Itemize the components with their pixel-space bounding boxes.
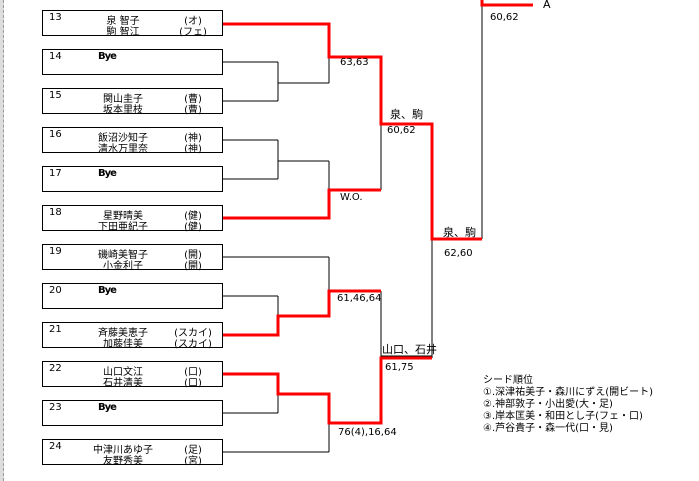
seed-list: シード順位 ①.深津祐美子・森川にずえ(開ビート) ②.神部敦子・小出愛(大・足… — [483, 375, 653, 435]
player-club: (健) — [184, 222, 202, 233]
draw-entry: 19 磯崎美智子 (開) 小金利子 (開) — [42, 244, 223, 272]
entry-number: 18 — [49, 207, 62, 218]
player-name: 中津川あゆ子 — [93, 445, 153, 456]
winner-r3a: 泉、駒 — [390, 108, 423, 121]
player-name: 友野秀美 — [103, 456, 143, 467]
player-club: (スカイ) — [174, 339, 212, 350]
player-name: 飯沼沙知子 — [98, 133, 148, 144]
player-name: 下田亜紀子 — [98, 222, 148, 233]
player-name: 坂本里枝 — [103, 105, 143, 116]
player-club: (フェ) — [179, 27, 207, 38]
entry-number: 19 — [49, 246, 62, 257]
score-r3a: 60,62 — [387, 125, 416, 136]
player-club: (開) — [184, 250, 202, 261]
player-club: (オ) — [184, 16, 202, 27]
player-name: 磯崎美智子 — [98, 250, 148, 261]
player-club: (口) — [184, 378, 202, 389]
draw-entry: 17 Bye — [42, 166, 223, 192]
player-name: 関山圭子 — [103, 94, 143, 105]
player-club: (宮) — [184, 456, 202, 467]
seed-title: シード順位 — [483, 375, 533, 386]
score-r2c: 61,46,64 — [337, 293, 382, 304]
player-club: (神) — [184, 133, 202, 144]
player-club: (口) — [184, 367, 202, 378]
draw-entry: 20 Bye — [42, 283, 223, 309]
entry-number: 24 — [49, 441, 62, 452]
entry-number: 15 — [49, 90, 62, 101]
draw-entry: 14 Bye — [42, 49, 223, 75]
player-club: (足) — [184, 445, 202, 456]
draw-entry: 18 星野晴美 (健) 下田亜紀子 (健) — [42, 205, 223, 233]
score-r2b: W.O. — [340, 192, 363, 203]
bye-label: Bye — [98, 168, 117, 179]
player-name: 清水万里奈 — [98, 144, 148, 155]
player-name: 斉藤美恵子 — [98, 328, 148, 339]
player-club: (神) — [184, 144, 202, 155]
draw-entry: 16 飯沼沙知子 (神) 清水万里奈 (神) — [42, 127, 223, 155]
player-name: 小金利子 — [103, 261, 143, 272]
bye-label: Bye — [98, 51, 117, 62]
score-final: 60,62 — [490, 12, 519, 23]
player-name: 加藤佳美 — [103, 339, 143, 350]
player-name: 駒 智江 — [106, 27, 140, 38]
score-r2a: 63,63 — [340, 57, 369, 68]
entry-number: 21 — [49, 324, 62, 335]
entry-number: 20 — [49, 285, 62, 296]
score-r4: 62,60 — [444, 248, 473, 259]
player-club: (曹) — [184, 105, 202, 116]
entry-number: 17 — [49, 168, 62, 179]
seed-item: ②.神部敦子・小出愛(大・足) — [483, 399, 613, 410]
draw-entry: 23 Bye — [42, 400, 223, 426]
player-club: (健) — [184, 211, 202, 222]
score-r2d: 76(4),16,64 — [338, 427, 397, 438]
entry-number: 16 — [49, 129, 62, 140]
player-name: 泉 智子 — [106, 16, 140, 27]
entry-number: 13 — [49, 12, 62, 23]
entry-number: 23 — [49, 402, 62, 413]
draw-entry: 24 中津川あゆ子 (足) 友野秀美 (宮) — [42, 439, 223, 467]
player-name: 石井清美 — [103, 378, 143, 389]
draw-entry: 15 関山圭子 (曹) 坂本里枝 (曹) — [42, 88, 223, 116]
player-name: 山口文江 — [103, 367, 143, 378]
player-club: (曹) — [184, 94, 202, 105]
score-r3b: 61,75 — [385, 362, 414, 373]
bye-label: Bye — [98, 402, 117, 413]
player-club: (開) — [184, 261, 202, 272]
winner-r4: 泉、駒 — [443, 226, 476, 239]
winner-r3b: 山口、石井 — [382, 343, 437, 356]
draw-entry: 21 斉藤美恵子 (スカイ) 加藤佳美 (スカイ) — [42, 322, 223, 350]
draw-entry: 22 山口文江 (口) 石井清美 (口) — [42, 361, 223, 389]
final-label: A — [543, 0, 551, 11]
seed-item: ①.深津祐美子・森川にずえ(開ビート) — [483, 387, 654, 398]
seed-item: ④.芦谷貴子・森一代(口・見) — [483, 423, 613, 434]
seed-item: ③.岸本匡美・和田とし子(フェ・口) — [483, 411, 643, 422]
window-edge — [0, 0, 4, 481]
entry-number: 14 — [49, 51, 62, 62]
draw-entry: 13 泉 智子 (オ) 駒 智江 (フェ) — [42, 10, 223, 38]
entry-number: 22 — [49, 363, 62, 374]
player-club: (スカイ) — [174, 328, 212, 339]
player-name: 星野晴美 — [103, 211, 143, 222]
bye-label: Bye — [98, 285, 117, 296]
